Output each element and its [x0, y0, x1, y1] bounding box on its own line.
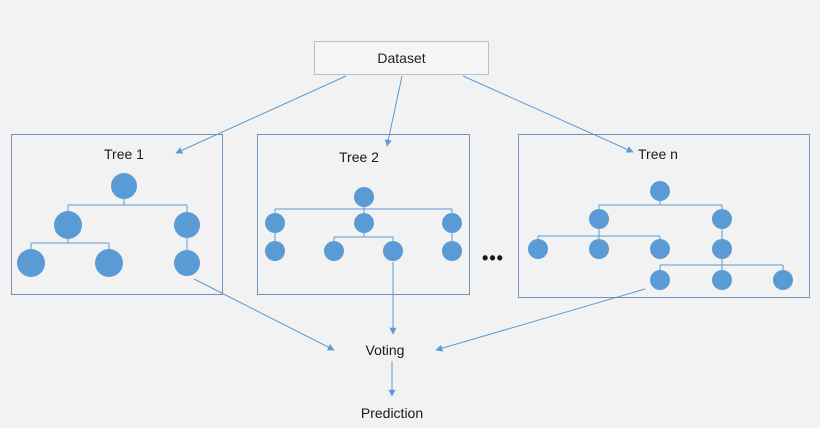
tree-1-box [11, 134, 223, 295]
tree-2-node [265, 213, 285, 233]
tree-n-label: Tree n [638, 146, 678, 162]
tree-n-node [773, 270, 793, 290]
tree-1-node [174, 212, 200, 238]
tree-n-node [712, 239, 732, 259]
tree-1-node [95, 249, 123, 277]
dataset-box: Dataset [314, 41, 489, 75]
tree-2-node [354, 213, 374, 233]
tree-1-node [54, 211, 82, 239]
tree-2-node [383, 241, 403, 261]
tree-n-node [712, 209, 732, 229]
voting-label: Voting [365, 342, 405, 358]
tree-2-node [442, 213, 462, 233]
arrow-dataset-to-tree-n [462, 75, 634, 153]
tree-2-node [324, 241, 344, 261]
tree-2-node [442, 241, 462, 261]
tree-1-node [174, 250, 200, 276]
tree-n-node [589, 209, 609, 229]
tree-1-root-node [111, 173, 137, 199]
tree-n-node [650, 239, 670, 259]
tree-n-node [650, 270, 670, 290]
tree-2-node [265, 241, 285, 261]
tree-2-box [257, 134, 470, 295]
arrow-dataset-to-tree-1 [175, 75, 347, 154]
tree-1-label: Tree 1 [104, 146, 144, 162]
dataset-label: Dataset [377, 50, 426, 66]
arrow-tree-1-to-voting [193, 278, 335, 351]
arrow-tree-n-to-voting [435, 288, 646, 352]
tree-1-node [17, 249, 45, 277]
ellipsis: ••• [482, 248, 504, 268]
tree-n-node [712, 270, 732, 290]
tree-n-root-node [650, 181, 670, 201]
tree-n-box [518, 134, 810, 298]
tree-2-root-node [354, 187, 374, 207]
tree-2-label: Tree 2 [339, 149, 379, 165]
tree-n-node [589, 239, 609, 259]
tree-n-node [528, 239, 548, 259]
prediction-label: Prediction [360, 405, 424, 421]
